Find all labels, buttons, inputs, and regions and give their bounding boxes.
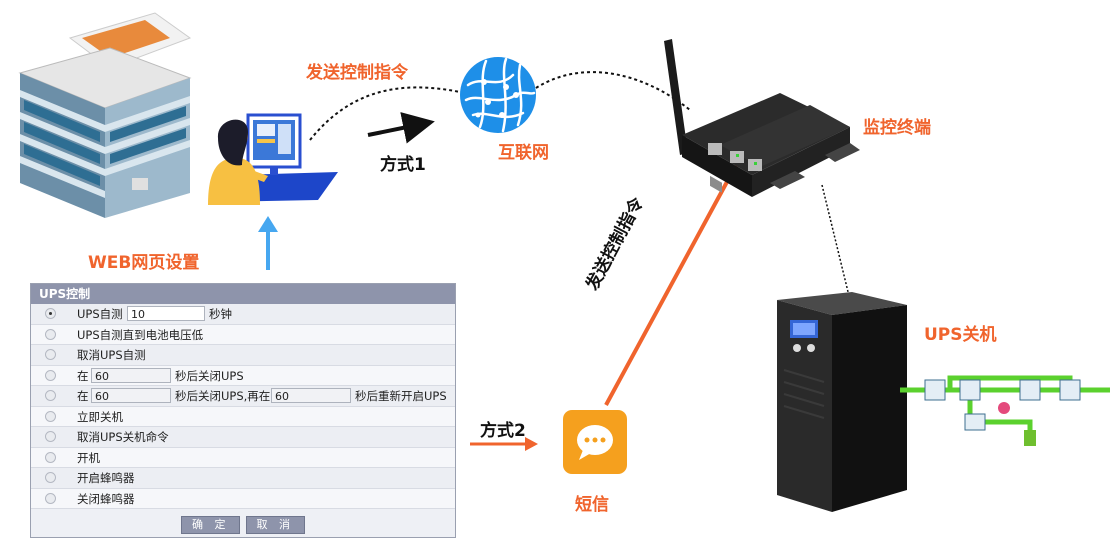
method2-label: 方式2 [480,421,526,441]
radio-shutdown-restart[interactable] [45,390,56,401]
panel-row-cancel-shutdown[interactable]: 取消UPS关机命令 [31,427,455,448]
radio-cancel-self-test[interactable] [45,349,56,360]
row-mid: 秒后关闭UPS,再在 [175,389,271,403]
ups-tower-icon [777,292,907,512]
row-label: 开机 [77,450,100,465]
dotted-link-to-router [535,71,691,111]
shutdown-delay-field-2[interactable]: 60 [91,388,171,403]
dotted-link-to-internet [309,86,461,141]
shutdown-delay-field[interactable]: 60 [91,367,171,383]
self-test-seconds-field[interactable]: 10 [127,306,205,321]
radio-self-test-low-battery[interactable] [45,328,56,340]
row-suffix: 秒后重新开启UPS [355,389,447,403]
sms-label: 短信 [575,495,609,515]
radio-self-test[interactable] [45,308,56,319]
panel-row-shutdown-now[interactable]: 立即关机 [31,406,455,427]
row-label: 关闭蜂鸣器 [77,491,135,506]
panel-row-buzzer-on[interactable]: 开启蜂鸣器 [31,468,455,489]
row-label: 在 [77,389,89,403]
router-icon [664,39,860,197]
row-label: 取消UPS关机命令 [77,430,169,444]
row-suffix: 秒钟 [209,307,232,321]
panel-row-cancel-self-test[interactable]: 取消UPS自测 [31,345,455,366]
radio-buzzer-on[interactable] [45,472,56,483]
panel-row-power-on[interactable]: 开机 [31,447,455,468]
web-up-arrowhead [258,216,278,232]
dotted-link-router-ups [821,184,851,301]
panel-row-self-test[interactable]: UPS自测 10 秒钟 [31,304,455,325]
globe-icon [460,57,536,133]
method2-arrowhead [525,437,538,451]
panel-row-self-test-low-battery[interactable]: UPS自测直到电池电压低 [31,324,455,345]
row-label: 开启蜂鸣器 [77,471,135,485]
row-suffix: 秒后关闭UPS [175,368,244,383]
user-at-computer-icon [208,113,338,205]
radio-buzzer-off[interactable] [45,492,56,504]
ups-control-panel: UPS控制 UPS自测 10 秒钟 UPS自测直到电池电压低 取消UPS自测 在… [30,283,456,538]
row-label: 取消UPS自测 [77,348,146,362]
radio-cancel-shutdown[interactable] [45,431,56,442]
panel-title: UPS控制 [31,284,455,304]
radio-delayed-shutdown[interactable] [45,369,56,381]
sms-bubble-icon [563,410,627,474]
internet-label: 互联网 [498,143,549,163]
sms-to-router-arrow [604,179,730,406]
web-setup-label: WEB网页设置 [88,253,200,273]
panel-row-buzzer-off[interactable]: 关闭蜂鸣器 [31,488,455,509]
cancel-button[interactable]: 取 消 [245,516,306,534]
row-label: UPS自测直到电池电压低 [77,327,204,342]
monitor-terminal-label: 监控终端 [863,118,931,138]
restart-delay-field[interactable]: 60 [271,388,351,403]
building-icon [18,12,192,218]
row-label: 在 [77,368,89,383]
method1-label: 方式1 [380,155,426,175]
send-command-label: 发送控制指令 [306,63,408,83]
radio-power-on[interactable] [45,451,56,463]
panel-footer: 确 定 取 消 [31,511,455,537]
radio-shutdown-now[interactable] [45,410,56,422]
power-circuit-icon [900,375,1110,446]
row-label: UPS自测 [77,307,123,321]
method1-arrow [367,112,435,144]
ups-shutdown-label: UPS关机 [924,325,997,345]
panel-row-delayed-shutdown[interactable]: 在 60 秒后关闭UPS [31,365,455,386]
panel-row-shutdown-restart[interactable]: 在 60 秒后关闭UPS,再在 60 秒后重新开启UPS [31,386,455,407]
row-label: 立即关机 [77,409,123,424]
confirm-button[interactable]: 确 定 [180,516,241,534]
